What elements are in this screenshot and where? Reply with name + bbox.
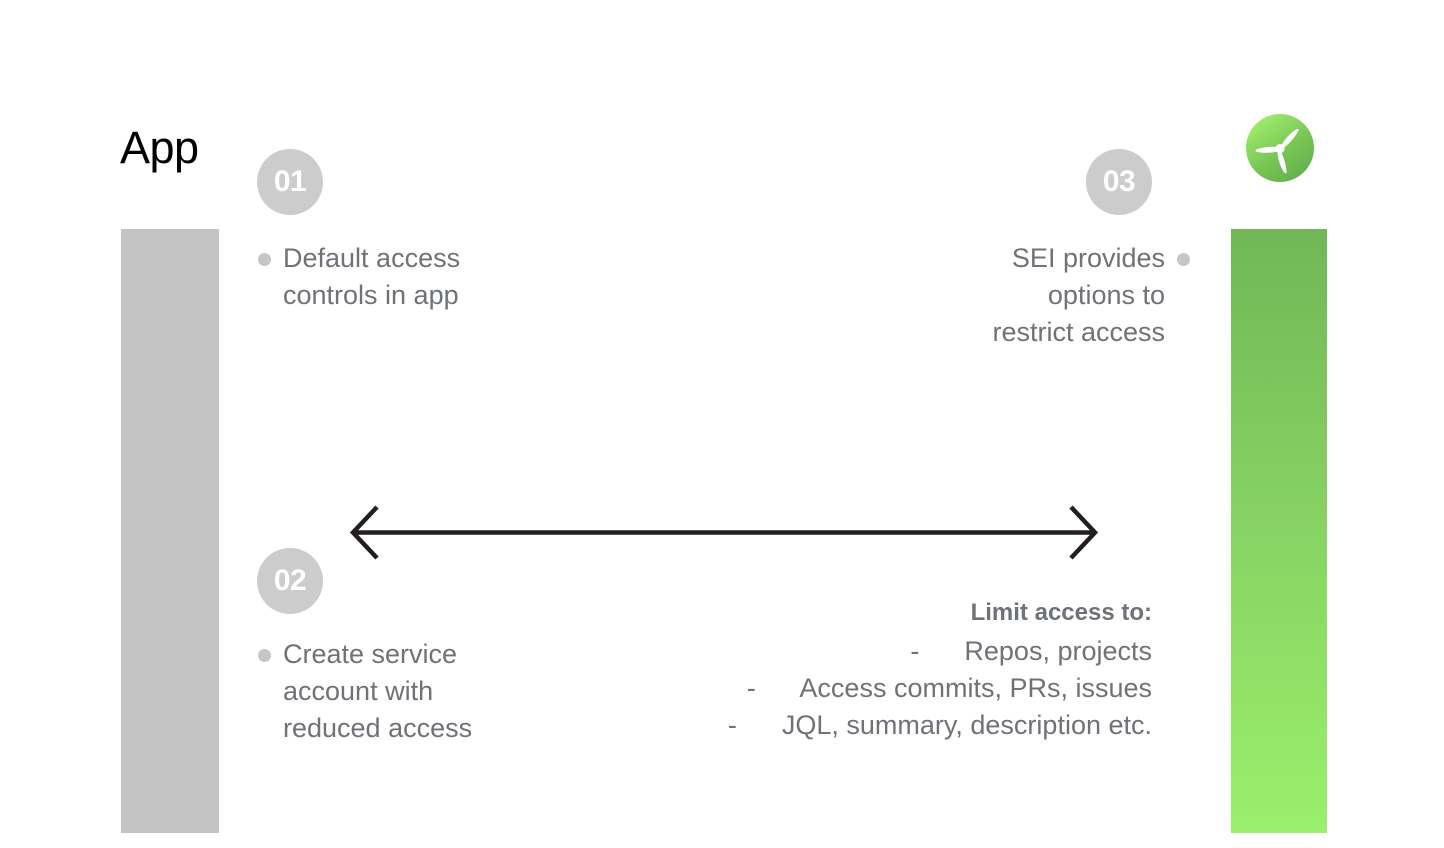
limit-access-item: - Access commits, PRs, issues: [746, 673, 1152, 703]
bullet-dot-icon: [258, 649, 271, 662]
limit-access-heading: Limit access to:: [970, 599, 1152, 626]
page-title: App: [120, 122, 199, 173]
step-badge-01: 01: [257, 149, 323, 215]
step-03-block: SEI provides options to restrict access: [900, 240, 1190, 351]
double-headed-arrow: [348, 503, 1100, 563]
step-01-block: Default access controls in app: [258, 240, 558, 314]
limit-access-item: - JQL, summary, description etc.: [727, 710, 1152, 740]
step-badge-03: 03: [1086, 149, 1152, 215]
right-green-bar: [1231, 229, 1327, 833]
step-02-block: Create service account with reduced acce…: [258, 636, 558, 747]
bullet-dot-icon: [258, 253, 271, 266]
limit-access-block: Limit access to: - Repos, projects - Acc…: [660, 596, 1152, 744]
step-badge-02: 02: [257, 548, 323, 614]
step-01-text: Default access controls in app: [283, 243, 461, 310]
step-02-text: Create service account with reduced acce…: [283, 639, 473, 743]
bullet-dot-icon: [1177, 253, 1190, 266]
harness-propeller-logo: [1245, 113, 1315, 183]
left-grey-bar: [121, 229, 219, 833]
limit-access-item: - Repos, projects: [910, 636, 1152, 666]
step-03-text: SEI provides options to restrict access: [992, 243, 1165, 347]
